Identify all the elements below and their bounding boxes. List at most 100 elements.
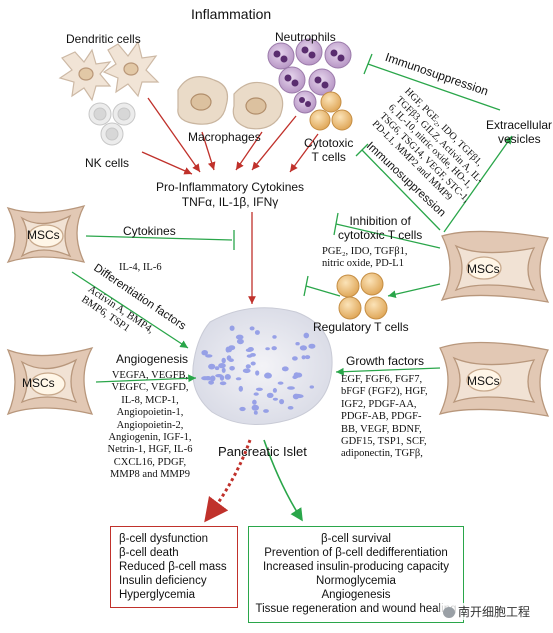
islet-cell — [251, 404, 259, 411]
islet-cell — [221, 357, 226, 364]
islet-cell — [287, 386, 295, 390]
outcome-item: Normoglycemia — [316, 575, 396, 587]
macrophage-icon — [177, 76, 284, 130]
islet-cell — [279, 399, 285, 405]
red-arrows — [141, 97, 319, 304]
islet-cell — [249, 326, 255, 331]
islet-cell — [235, 334, 244, 340]
islet-cell — [224, 374, 231, 380]
nk-cells-label: NK cells — [85, 156, 130, 170]
neutrophil-nuclei — [273, 46, 345, 107]
outcome-item: β-cell survival — [321, 533, 391, 545]
islet-cell — [272, 335, 277, 339]
islet-cell — [301, 355, 306, 360]
islet-cell — [252, 399, 257, 405]
islet-cell — [308, 343, 316, 349]
islet-cell — [272, 397, 278, 401]
outcome-item: β-cell death — [119, 547, 179, 559]
islet-cell — [292, 393, 300, 400]
islet-cell — [218, 363, 226, 369]
islet-cell — [255, 387, 263, 391]
islet-cell — [265, 372, 270, 376]
islet-cell — [201, 350, 208, 356]
growth-factors-list: EGF, FGF6, FGF7, bFGF (FGF2), HGF, IGF2,… — [341, 374, 428, 460]
islet-cell — [242, 368, 251, 374]
islet-cell — [271, 346, 277, 351]
islet-cell — [299, 345, 307, 351]
green-arrows — [71, 135, 513, 383]
islet-cell — [292, 356, 298, 361]
islet-cell — [272, 388, 277, 393]
islet-cell — [246, 354, 253, 358]
islet-cell — [245, 364, 251, 369]
dendritic-cell-icon — [58, 40, 160, 102]
islet-cell — [245, 348, 253, 353]
islet-cell — [238, 385, 243, 392]
islet-cell — [254, 330, 260, 335]
islet-cell — [253, 410, 258, 415]
survival-arrow — [263, 439, 303, 522]
outcome-item: Prevention of β-cell dedifferentiation — [264, 547, 448, 559]
outcome-item: Reduced β-cell mass — [119, 561, 227, 573]
islet-cell — [229, 366, 235, 371]
outcome-item: Hyperglycemia — [119, 589, 196, 601]
msc-label-top-left: MSCs — [27, 228, 60, 242]
angiogenesis-list: VEGFA, VEGFB, VEGFC, VEGFD, IL-8, MCP-1,… — [107, 370, 193, 481]
islet-cell — [281, 366, 289, 372]
cytokines-label: Cytokines — [123, 224, 176, 238]
regulatory-t-cells-label: Regulatory T cells — [313, 320, 409, 334]
angiogenesis-label: Angiogenesis — [116, 352, 189, 366]
growth-factors-label: Growth factors — [346, 354, 425, 368]
islet-cell — [221, 367, 226, 373]
outcome-item: β-cell dysfunction — [119, 533, 209, 545]
msc-label-right-bottom: MSCs — [467, 374, 500, 388]
dendritic-cells-label: Dendritic cells — [66, 32, 141, 46]
islet-cell — [277, 381, 284, 385]
islet-cell — [235, 377, 242, 381]
islet-cell — [250, 361, 256, 366]
inflammation-title: Inflammation — [191, 6, 272, 22]
regulatory-t-cell-icon — [336, 272, 388, 320]
islet-cell — [208, 380, 215, 385]
islet-cell — [208, 363, 216, 370]
islet-cell — [309, 385, 314, 389]
islet-cell — [239, 406, 246, 412]
outcome-item: Tissue regeneration and wound healing — [255, 603, 457, 615]
islet-cell — [293, 372, 300, 379]
islet-cell — [295, 342, 300, 346]
dysfunction-arrow — [204, 439, 252, 523]
nk-cell-icon — [88, 102, 136, 146]
outcome-item: Increased insulin-producing capacity — [262, 561, 450, 573]
outcome-item: Angiogenesis — [321, 589, 391, 601]
islet-cell — [228, 358, 234, 363]
msc-label-right-top: MSCs — [467, 262, 500, 276]
islet-cell — [229, 325, 235, 331]
cytokines-list: IL-4, IL-6 — [119, 262, 162, 273]
islet-cell — [266, 392, 274, 398]
islet-cell — [205, 354, 213, 358]
neutrophil-icon — [267, 38, 352, 114]
islet-cell — [228, 345, 236, 351]
islet-cell — [201, 376, 209, 381]
islet-cell — [304, 355, 311, 360]
islet-cell — [210, 375, 216, 382]
neutrophils-label: Neutrophils — [275, 30, 336, 44]
islet-cell — [214, 366, 220, 371]
outcome-item: Insulin deficiency — [119, 575, 207, 587]
islet-cell — [253, 392, 259, 396]
wechat-icon — [443, 607, 455, 619]
pancreatic-islet-label: Pancreatic Islet — [218, 444, 307, 459]
islet-cell — [265, 347, 270, 351]
inhibition-lines — [85, 53, 501, 297]
inhibition-list: PGE₂, IDO, TGFβ1,nitric oxide, PD-L1 — [322, 246, 408, 270]
islet-cell — [287, 406, 294, 410]
pancreatic-islet-icon — [192, 307, 333, 425]
islet-cell — [215, 374, 223, 378]
islet-cell — [303, 332, 310, 339]
macrophages-label: Macrophages — [188, 130, 261, 144]
islet-cell — [255, 370, 260, 376]
